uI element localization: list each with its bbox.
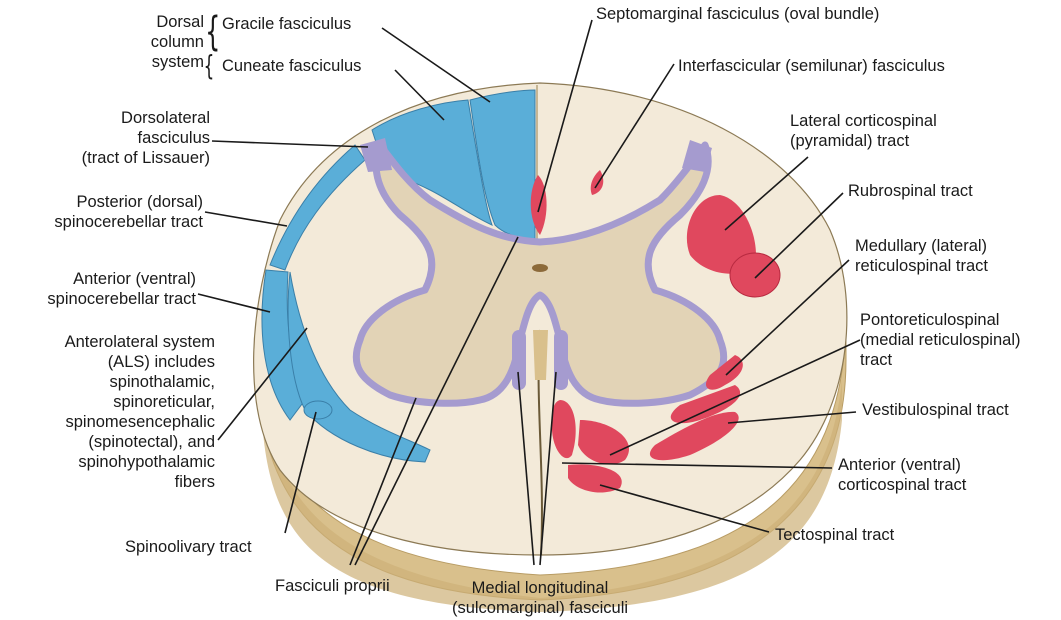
als-label: Anterolateral system (ALS) includes spin… bbox=[0, 332, 215, 492]
anterior-spinocerebellar-label: Anterior (ventral) spinocerebellar tract bbox=[0, 269, 196, 309]
ventral-fissure-gap bbox=[533, 330, 548, 380]
central-canal bbox=[532, 264, 548, 272]
gracile-label: Gracile fasciculus bbox=[222, 14, 351, 34]
medullary-reticulospinal-label: Medullary (lateral) reticulospinal tract bbox=[855, 236, 988, 276]
septomarginal-label: Septomarginal fasciculus (oval bundle) bbox=[596, 4, 879, 24]
posterior-spinocerebellar-label: Posterior (dorsal) spinocerebellar tract bbox=[10, 192, 203, 232]
pontoreticulospinal-label: Pontoreticulospinal (medial reticulospin… bbox=[860, 310, 1020, 370]
lateral-corticospinal-label: Lateral corticospinal (pyramidal) tract bbox=[790, 111, 937, 151]
vestibulospinal-label: Vestibulospinal tract bbox=[862, 400, 1009, 420]
dorsolateral-label: Dorsolateral fasciculus (tract of Lissau… bbox=[40, 108, 210, 168]
dorsal-column-system-label: Dorsal column system bbox=[108, 12, 204, 72]
spinoolivary-label: Spinoolivary tract bbox=[125, 537, 252, 557]
rubrospinal-label: Rubrospinal tract bbox=[848, 181, 973, 201]
spinoolivary-tract bbox=[304, 401, 332, 419]
anterior-corticospinal-label: Anterior (ventral) corticospinal tract bbox=[838, 455, 966, 495]
rubrospinal-tract bbox=[730, 253, 780, 297]
white-matter bbox=[254, 83, 847, 555]
interfascicular-label: Interfascicular (semilunar) fasciculus bbox=[678, 56, 945, 76]
medial-longitudinal-label: Medial longitudinal (sulcomarginal) fasc… bbox=[440, 578, 640, 618]
fasciculi-proprii-label: Fasciculi proprii bbox=[275, 576, 390, 596]
tectospinal-label: Tectospinal tract bbox=[775, 525, 894, 545]
medial-longitudinal-right bbox=[554, 330, 568, 390]
cuneate-label: Cuneate fasciculus bbox=[222, 56, 361, 76]
brace-lower: { bbox=[204, 46, 215, 86]
